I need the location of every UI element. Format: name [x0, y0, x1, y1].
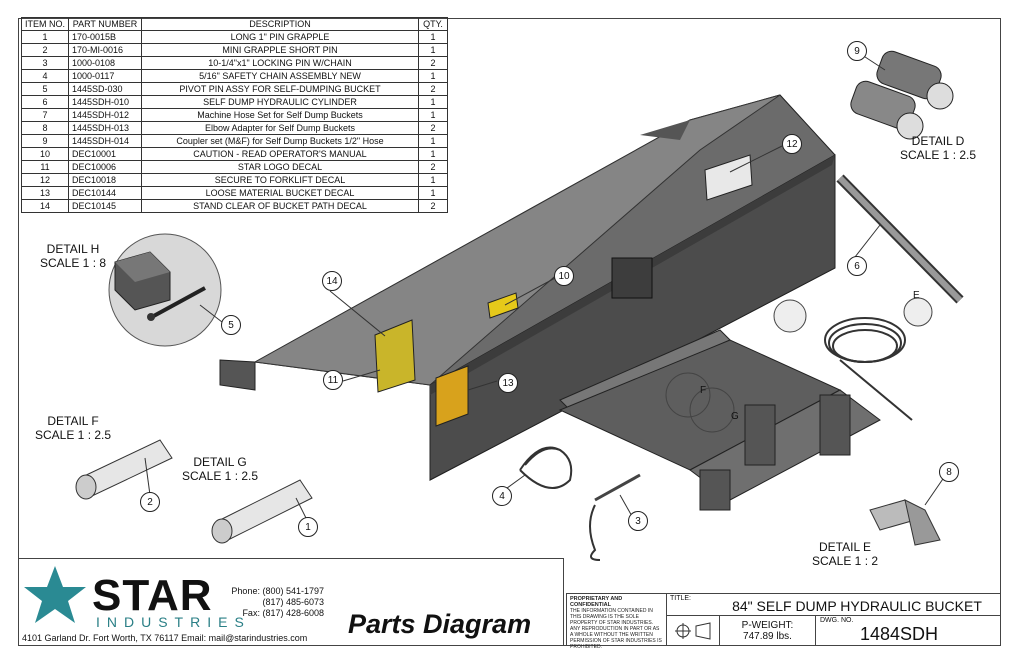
star-logo-shape	[24, 566, 86, 623]
callout-3: 3	[628, 511, 648, 531]
detail-d-label: DETAIL D SCALE 1 : 2.5	[900, 134, 976, 162]
company-address: 4101 Garland Dr. Fort Worth, TX 76117 Em…	[22, 633, 308, 643]
safety-chain	[519, 446, 573, 489]
callout-1: 1	[298, 517, 318, 537]
callout-11: 11	[323, 370, 343, 390]
title-cell: TITLE: 84" SELF DUMP HYDRAULIC BUCKET	[666, 593, 1001, 616]
weight-value: 747.89 lbs.	[743, 631, 792, 642]
bom-description: STAND CLEAR OF BUCKET PATH DECAL	[141, 199, 419, 213]
callout-13: 13	[498, 373, 518, 393]
detail-e-title: DETAIL E	[819, 540, 872, 554]
detail-f-scale: SCALE 1 : 2.5	[35, 428, 112, 442]
projection-symbol-cell	[666, 616, 720, 646]
callout-2: 2	[140, 492, 160, 512]
detail-d-scale: SCALE 1 : 2.5	[900, 148, 977, 162]
drawing-frame	[18, 18, 1001, 646]
detail-h-scale: SCALE 1 : 8	[40, 256, 107, 270]
callout-10: 10	[554, 266, 574, 286]
weight-label: P-WEIGHT:	[741, 620, 794, 631]
callout-8: 8	[939, 462, 959, 482]
detail-f-pin	[75, 439, 173, 500]
callout-4: 4	[492, 486, 512, 506]
detail-g-scale: SCALE 1 : 2.5	[182, 469, 259, 483]
bom-item-no: 14	[21, 199, 69, 213]
contact-numbers: Phone: (800) 541-1797 (817) 485-6073 Fax…	[228, 586, 324, 619]
company-name: STAR	[92, 571, 213, 620]
drawing-title: 84" SELF DUMP HYDRAULIC BUCKET	[732, 598, 982, 614]
callout-12: 12	[782, 134, 802, 154]
bom-qty: 2	[418, 199, 448, 213]
bom-header-row: ITEM NO. PART NUMBER DESCRIPTION QTY.	[21, 17, 448, 31]
bom-qty: 1	[418, 147, 448, 161]
company-subtitle: INDUSTRIES	[96, 614, 251, 630]
drawing-number: 1484SDH	[860, 624, 939, 644]
hose-coil	[824, 317, 913, 421]
callout-9: 9	[847, 41, 867, 61]
detail-f-label: DETAIL F SCALE 1 : 2.5	[35, 414, 111, 442]
fax-line: Fax: (817) 428-6008	[242, 608, 324, 618]
title-label: TITLE:	[670, 595, 692, 602]
view-f-marker: F	[700, 385, 707, 396]
callout-5: 5	[221, 315, 241, 335]
bucket-body	[219, 94, 836, 481]
bom-part-number: DEC10145	[68, 199, 142, 213]
phone-line-2: (817) 485-6073	[262, 597, 324, 607]
page-title: Parts Diagram	[348, 609, 532, 639]
view-g-marker: G	[731, 411, 739, 422]
proprietary-notice: PROPRIETARY AND CONFIDENTIAL THE INFORMA…	[566, 593, 666, 650]
elbow-adapter	[869, 499, 941, 546]
fork-frame	[558, 329, 881, 511]
detail-f-title: DETAIL F	[47, 414, 99, 428]
detail-g-title: DETAIL G	[193, 455, 247, 469]
detail-d-couplers	[850, 50, 954, 140]
drawing-number-label: DWG. NO.	[820, 617, 854, 624]
detail-d-title: DETAIL D	[911, 134, 965, 148]
callout-14: 14	[322, 271, 342, 291]
detail-e-label: DETAIL E SCALE 1 : 2	[812, 540, 878, 568]
company-info-box	[18, 558, 564, 646]
drawing-number-cell: DWG. NO. 1484SDH	[816, 616, 1001, 646]
detail-h-title: DETAIL H	[46, 242, 100, 256]
callout-6: 6	[847, 256, 867, 276]
locking-pin	[589, 473, 641, 561]
hydraulic-cylinder	[836, 174, 964, 304]
detail-h-view	[108, 233, 222, 347]
proprietary-title: PROPRIETARY AND CONFIDENTIAL	[570, 596, 623, 608]
phone-line: Phone: (800) 541-1797	[231, 586, 324, 596]
detail-h-label: DETAIL H SCALE 1 : 8	[40, 242, 106, 270]
detail-g-label: DETAIL G SCALE 1 : 2.5	[182, 455, 258, 483]
weight-cell: P-WEIGHT: 747.89 lbs.	[720, 616, 816, 646]
detail-e-scale: SCALE 1 : 2	[812, 554, 879, 568]
proprietary-text: THE INFORMATION CONTAINED IN THIS DRAWIN…	[570, 608, 662, 650]
view-e-marker: E	[913, 290, 920, 301]
detail-g-pin	[211, 479, 313, 544]
